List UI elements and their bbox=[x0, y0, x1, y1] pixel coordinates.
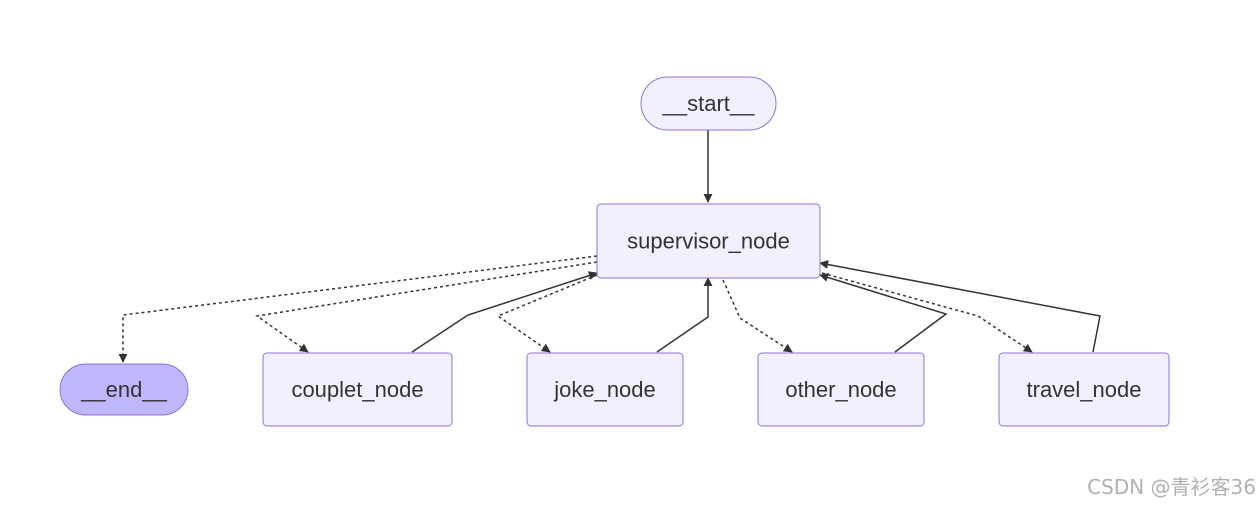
node-end[interactable]: __end__ bbox=[59, 363, 189, 416]
node-couplet-label: couplet_node bbox=[291, 377, 423, 402]
edge-joke-to-supervisor bbox=[656, 277, 713, 353]
edge-supervisor-to-other bbox=[722, 279, 793, 353]
edge-couplet-to-supervisor bbox=[411, 271, 598, 353]
edge-supervisor-to-couplet bbox=[255, 261, 598, 353]
edge-supervisor-to-travel bbox=[821, 272, 1033, 353]
edge-supervisor-to-joke bbox=[496, 274, 598, 353]
node-start[interactable]: __start__ bbox=[640, 76, 777, 131]
edge-supervisor-to-end bbox=[118, 255, 598, 363]
node-start-label: __start__ bbox=[662, 91, 755, 116]
node-supervisor-label: supervisor_node bbox=[627, 229, 790, 254]
node-joke-label: joke_node bbox=[553, 377, 656, 402]
node-other-label: other_node bbox=[785, 377, 896, 402]
node-travel-label: travel_node bbox=[1027, 377, 1142, 402]
node-end-label: __end__ bbox=[80, 377, 167, 402]
edge-travel-to-supervisor bbox=[819, 260, 1101, 353]
node-other[interactable]: other_node bbox=[757, 352, 925, 427]
edge-other-to-supervisor bbox=[819, 273, 948, 353]
watermark: CSDN @青衫客36 bbox=[1087, 475, 1256, 499]
edges bbox=[118, 130, 1101, 363]
node-travel[interactable]: travel_node bbox=[998, 352, 1170, 427]
node-joke[interactable]: joke_node bbox=[526, 352, 684, 427]
node-supervisor[interactable]: supervisor_node bbox=[596, 203, 821, 279]
node-couplet[interactable]: couplet_node bbox=[262, 352, 453, 427]
